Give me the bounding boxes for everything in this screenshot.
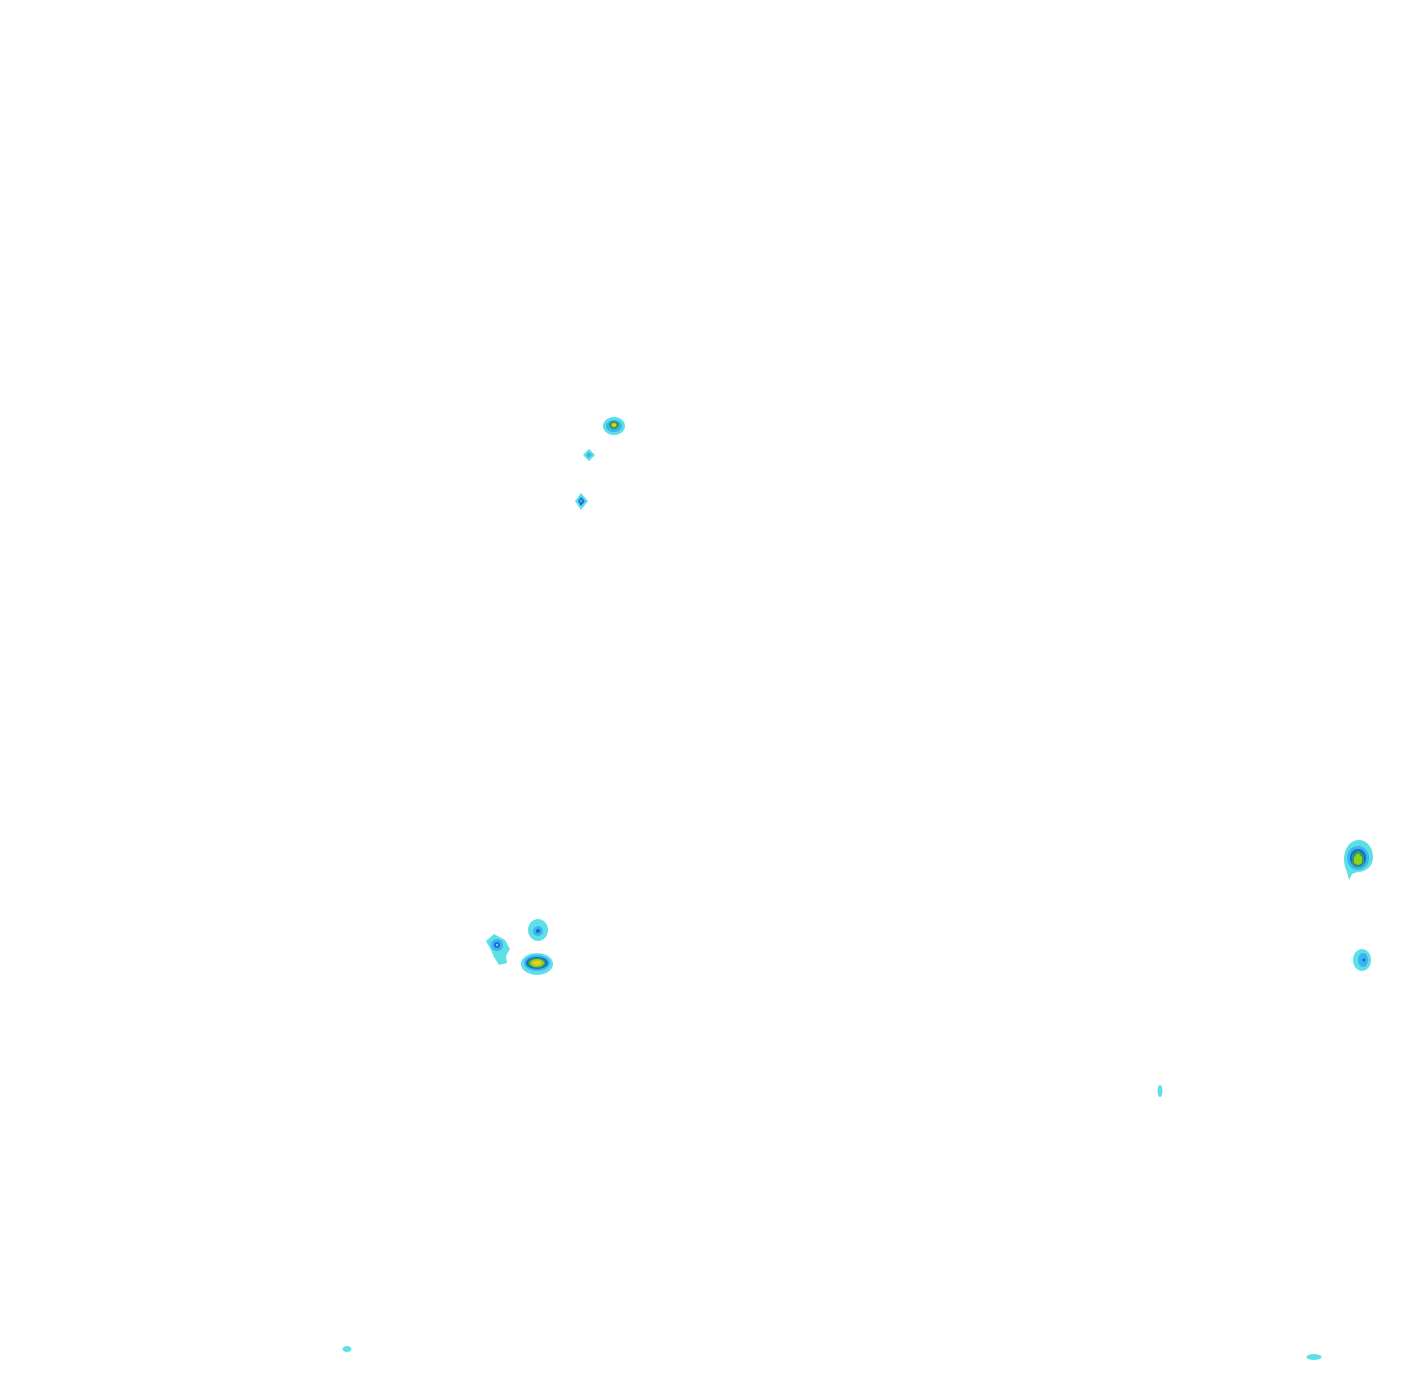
contour-blob bbox=[342, 1346, 352, 1352]
contour-level-1 bbox=[342, 1346, 352, 1352]
contour-level-1 bbox=[1157, 1085, 1163, 1097]
contour-blob bbox=[1157, 1085, 1163, 1097]
contour-level-2 bbox=[586, 452, 592, 458]
contour-level-1 bbox=[1306, 1354, 1322, 1360]
contour-level-6 bbox=[611, 423, 617, 427]
contour-level-5 bbox=[1354, 853, 1362, 865]
contour-blob bbox=[1344, 840, 1373, 880]
contour-level-2 bbox=[579, 499, 583, 503]
contour-blob bbox=[583, 449, 595, 461]
contour-level-1 bbox=[495, 943, 499, 947]
contour-blob bbox=[521, 953, 553, 975]
contour-blob bbox=[1353, 949, 1371, 971]
contour-blob bbox=[575, 493, 588, 510]
contour-blob bbox=[1306, 1354, 1322, 1360]
contour-blob bbox=[486, 934, 510, 965]
contour-level-3 bbox=[1362, 958, 1366, 962]
contour-level-6 bbox=[532, 960, 542, 966]
contour-blob bbox=[603, 417, 625, 435]
contour-level-3 bbox=[536, 929, 540, 933]
contour-blob bbox=[528, 919, 548, 941]
